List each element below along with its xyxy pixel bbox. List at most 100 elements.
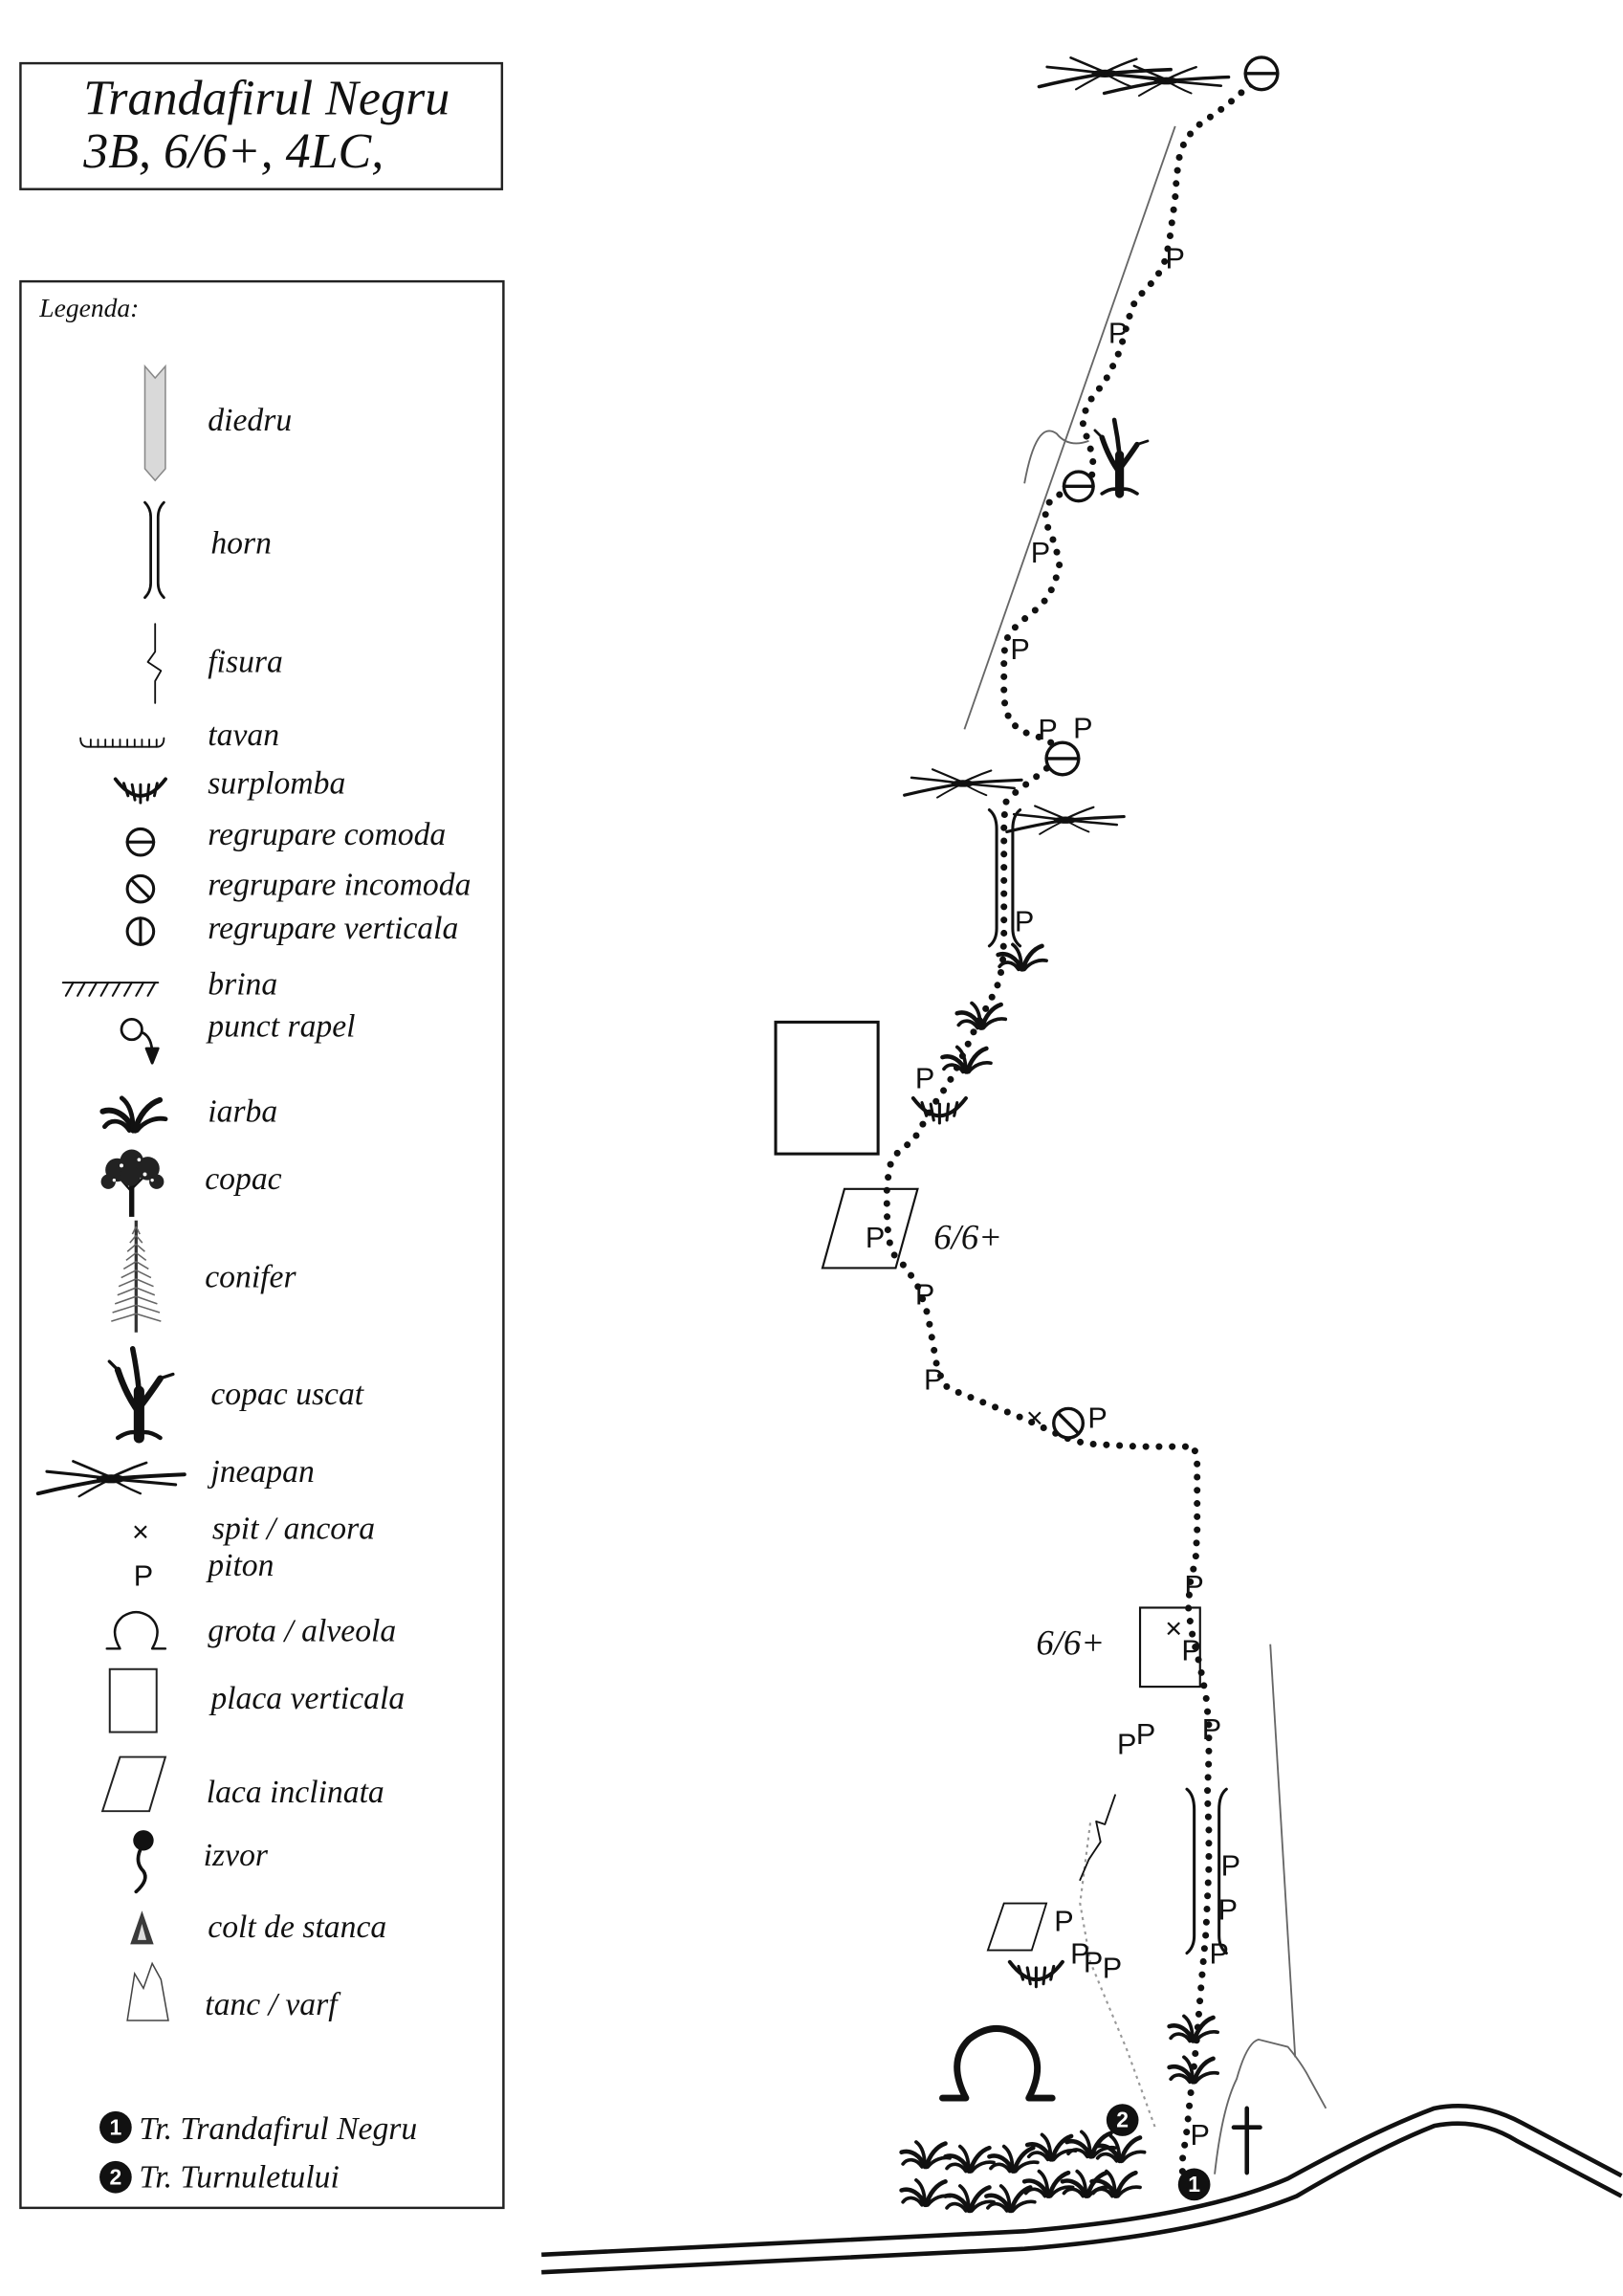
tree-icon [100,1149,164,1217]
legend-label-placa-verticala: placa verticala [208,1681,405,1716]
belay-hanging-icon [125,916,156,946]
overhang-icon [1007,1959,1064,1989]
cave-icon [105,1610,167,1650]
vertical-slab-icon [774,1020,880,1156]
legend-route-1: 1 Tr. Trandafirul Negru [99,2110,417,2147]
legend-label-izvor: izvor [204,1838,269,1873]
pinnacle-outline [1214,2038,1327,2175]
ledge-icon [61,982,160,997]
wall-edge-line [963,125,1176,730]
roof-icon [79,737,165,748]
legend-label-jneapan: jneapan [207,1454,314,1490]
legend-label-spit: spit / ancora [212,1512,375,1547]
legend-label-diedru: diedru [208,403,292,438]
belay-uncomfortable-icon [1052,1406,1086,1440]
rock-spike-icon [130,1910,154,1945]
legend-label-rapel: punct rapel [206,1009,355,1045]
chimney-icon [143,500,165,600]
belay-uncomfortable-icon [125,873,156,904]
overhang-icon [910,1095,968,1125]
bolt-marker: × [1026,1402,1043,1434]
bolt-marker: × [1165,1613,1182,1645]
legend-label-comoda: regrupare comoda [208,817,446,852]
legend-label-brina: brina [208,966,277,1002]
road [541,2104,1623,2275]
grass-icon [989,2147,1037,2172]
legend-label-copac: copac [205,1161,281,1197]
wall-edge-bump [1023,430,1089,484]
chimney-icon [1185,1787,1228,1955]
piton-marker: P [915,1279,934,1312]
piton-marker: P [1015,906,1034,938]
legend-route-2: 2 Tr. Turnuletului [99,2159,340,2195]
piton-marker: P [1038,714,1057,746]
route-title: Trandafirul Negru [83,72,450,126]
piton-marker: P [1166,242,1185,275]
piton-marker: P [866,1222,885,1254]
piton-marker: P [1084,1947,1103,1979]
piton-marker: P [1184,1570,1203,1602]
piton-marker: P [1108,317,1128,349]
pinnacle-icon [126,1961,169,2021]
spring-icon [133,1830,154,1894]
belay-comfortable-icon [1062,470,1095,503]
piton-marker: P [1031,537,1050,569]
piton-marker: P [915,1062,934,1094]
piton-marker: P [1191,2119,1210,2152]
grass-icon [942,1047,990,1071]
grade-label: 6/6+ [933,1218,1002,1257]
legend-label-incomoda: regrupare incomoda [208,867,471,902]
legend-label-tanc: tanc / varf [205,1987,341,2022]
legend-label-verticala: regrupare verticala [208,911,458,946]
route-number: 1 [110,2114,122,2139]
piton-icon: P [134,1560,153,1593]
title-box: Trandafirul Negru 3B, 6/6+, 4LC, [19,61,504,190]
piton-marker: P [1087,1402,1107,1434]
legend-label-conifer: conifer [205,1259,296,1294]
legend-heading: Legenda: [38,293,139,322]
conifer-icon [111,1220,162,1333]
route-number-badge [99,2160,132,2194]
piton-marker: P [1073,713,1092,745]
title-frame [19,61,504,190]
legend-label-fisura: fisura [208,645,283,680]
dwarf-pine-icon [903,767,1023,800]
legend-label-piton: piton [206,1548,274,1583]
route-grades: 3B, 6/6+, 4LC, [82,124,384,179]
route-number: 2 [110,2164,122,2189]
grade-label: 6/6+ [1036,1623,1105,1662]
crack-icon [1079,1794,1116,1882]
route-name: Tr. Turnuletului [139,2159,339,2195]
wall-edge-line-lower [1269,1644,1297,2058]
legend-panel: Legenda: diedru horn fisura tavan surplo… [19,279,505,2210]
dihedral-icon [143,364,166,482]
piton-marker: P [1209,1937,1228,1970]
grass-icon [902,2142,950,2167]
piton-marker: P [924,1363,943,1396]
dead-tree-icon [109,1349,173,1438]
grass-icon [946,2147,994,2172]
piton-markers: P P P P P P P P P P P P P P P P P P P P … [866,242,1240,2152]
piton-marker: P [1054,1906,1073,1938]
chimney-icon [987,807,1022,948]
piton-marker: P [1136,1718,1155,1751]
inclined-slab-icon [100,1755,167,1813]
piton-marker: P [1010,633,1029,666]
legend-label-iarba: iarba [208,1093,277,1129]
cross-icon [1231,2106,1262,2175]
route-start-2: 2 [1106,2104,1139,2136]
legend-label-horn: horn [210,526,272,562]
route-number: 2 [1116,2108,1129,2132]
inclined-slab-icon [821,1187,919,1269]
legend-label-copac-uscat: copac uscat [210,1377,364,1412]
piton-marker: P [1117,1729,1136,1761]
route-number-badge [1106,2104,1139,2136]
cave-icon [939,2025,1056,2102]
topo-drawing: 2 1 6/6+ 6/6+ × × P P P P P P P P P P P … [541,55,1623,2275]
piton-marker: P [1221,1850,1240,1883]
piton-marker: P [1070,1937,1089,1970]
piton-marker: P [1103,1953,1122,1985]
belay-comfortable-icon [1044,740,1081,777]
grass-icon [902,2180,950,2205]
